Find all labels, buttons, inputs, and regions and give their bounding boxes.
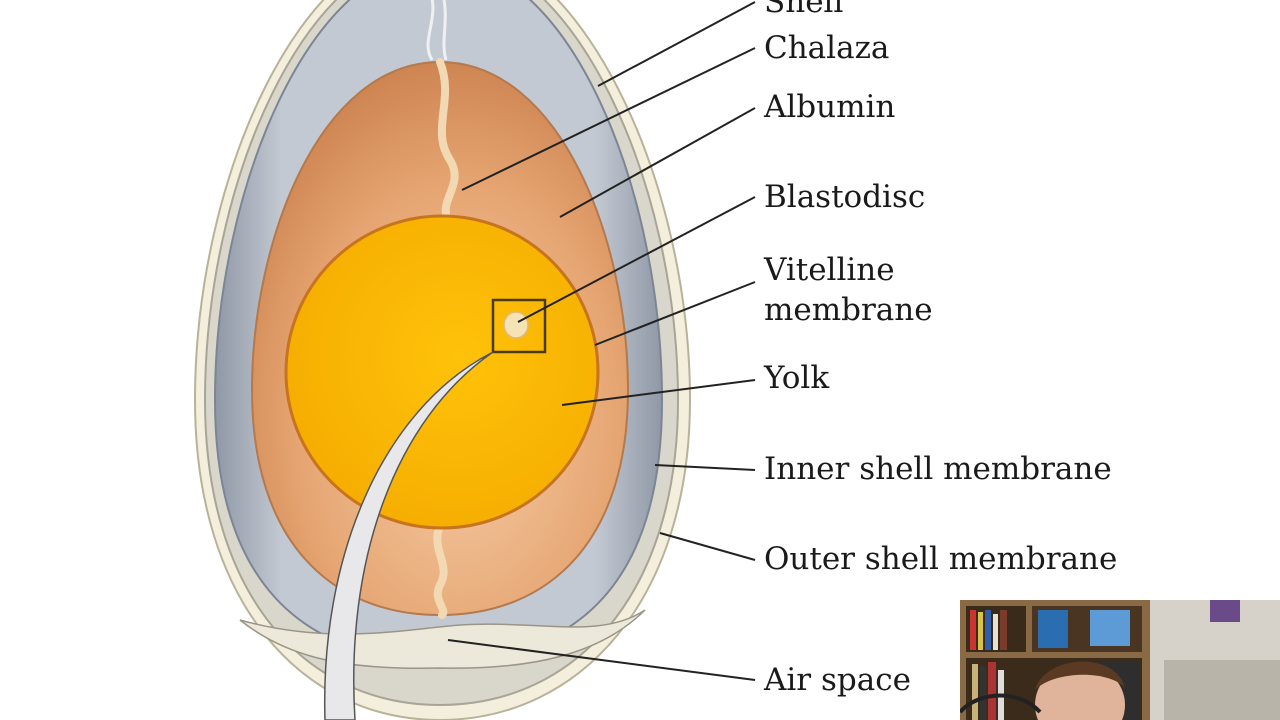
webcam-icon (960, 600, 1280, 720)
label-outer-shell-membrane: Outer shell membrane (764, 541, 1118, 577)
label-yolk: Yolk (764, 360, 830, 396)
webcam-overlay (960, 600, 1280, 720)
label-vitelline-membrane: Vitelline membrane (764, 252, 933, 328)
label-air-space: Air space (764, 662, 911, 698)
leader-air-space (447, 639, 756, 681)
shell-top-wisp (426, 0, 448, 61)
blastodisc (503, 311, 529, 339)
label-albumin: Albumin (764, 89, 896, 125)
leader-shell (597, 1, 756, 87)
blastodisc-zoom-callout (323, 351, 494, 720)
label-chalaza: Chalaza (764, 30, 890, 66)
leader-yolk (561, 379, 756, 406)
leader-vitelline (594, 281, 756, 346)
leader-outer-membrane (659, 532, 756, 561)
leader-inner-membrane (654, 464, 756, 471)
yolk (284, 214, 600, 530)
label-inner-shell-membrane: Inner shell membrane (764, 451, 1112, 487)
label-blastodisc: Blastodisc (764, 179, 926, 215)
leader-albumin (559, 107, 756, 218)
leader-chalaza (461, 47, 756, 191)
label-shell: Shell (764, 0, 844, 20)
blastodisc-box (491, 298, 547, 354)
chalaza-top (436, 58, 459, 224)
leader-blastodisc (517, 196, 756, 323)
chalaza-bottom (433, 521, 448, 619)
